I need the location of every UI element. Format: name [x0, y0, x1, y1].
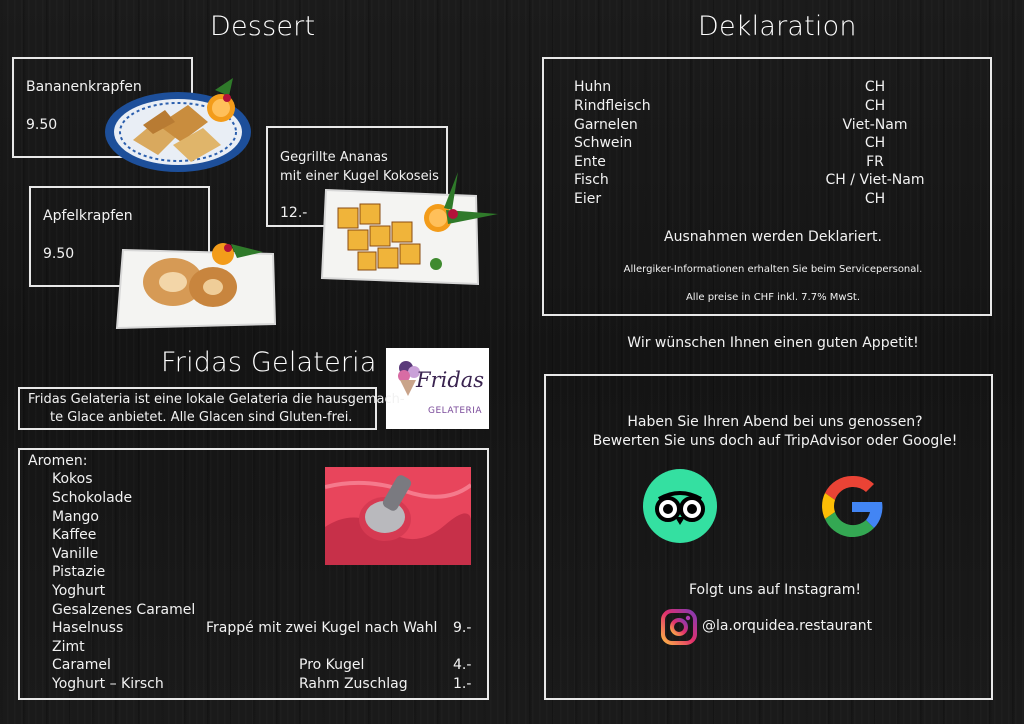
decl-note-exceptions: Ausnahmen werden Deklariert. [664, 229, 882, 245]
flavor-item: Caramel [52, 657, 111, 673]
price-label-frappe: Frappé mit zwei Kugel nach Wahl [206, 620, 438, 636]
ice-cream-image [325, 467, 471, 565]
flavor-item: Mango [52, 509, 99, 525]
decl-item: Huhn [574, 79, 612, 95]
dessert-title: Dessert [210, 11, 316, 42]
price-label-kugel: Pro Kugel [299, 657, 365, 673]
google-g-icon[interactable] [814, 468, 890, 544]
decl-item: Eier [574, 191, 602, 207]
dessert-item-price: 9.50 [26, 117, 58, 133]
flavor-item: Haselnuss [52, 620, 124, 636]
dessert-item-price: 12.- [280, 205, 308, 221]
gelateria-desc-line2: te Glace anbietet. Alle Glacen sind Glut… [50, 410, 353, 425]
price-value-kugel: 4.- [453, 657, 472, 673]
flavor-item: Zimt [52, 639, 85, 655]
dessert-item-name: Bananenkrapfen [26, 79, 142, 95]
decl-origin: CH [864, 135, 886, 151]
decl-note-allergies: Allergiker-Informationen erhalten Sie be… [623, 264, 923, 275]
flavor-item: Vanille [52, 546, 99, 562]
gelateria-desc-line1: Fridas Gelateria ist eine lokale Gelater… [28, 392, 405, 407]
decl-item: Rindfleisch [574, 98, 651, 114]
aromen-box [18, 448, 489, 700]
gelateria-logo-mark [398, 361, 420, 396]
deklaration-box [542, 57, 992, 316]
decl-origin: CH / Viet-Nam [825, 172, 925, 188]
gelateria-logo-sub: GELATERIA [428, 406, 483, 416]
flavor-item: Yoghurt [52, 583, 106, 599]
dessert-item-name-line1: Gegrillte Ananas [280, 150, 388, 165]
decl-origin: Viet-Nam [842, 117, 908, 133]
flavor-item: Schokolade [52, 490, 133, 506]
price-label-rahm: Rahm Zuschlag [299, 676, 408, 692]
aromen-label: Aromen: [28, 453, 88, 469]
flavor-item: Kaffee [52, 527, 97, 543]
decl-origin: CH [864, 79, 886, 95]
price-value-frappe: 9.- [453, 620, 472, 636]
decl-origin: CH [864, 191, 886, 207]
dessert-item-name: Apfelkrapfen [43, 208, 133, 224]
decl-note-prices: Alle preise in CHF inkl. 7.7% MwSt. [685, 292, 861, 303]
instagram-prompt: Folgt uns auf Instagram! [689, 582, 861, 598]
decl-item: Fisch [574, 172, 609, 188]
decl-item: Ente [574, 154, 606, 170]
bananenkrapfen-image [105, 78, 251, 172]
decl-item: Schwein [574, 135, 633, 151]
dessert-item-name-line2: mit einer Kugel Kokoseis [280, 169, 439, 184]
flavor-item: Yoghurt – Kirsch [52, 676, 164, 692]
instagram-icon[interactable] [661, 609, 697, 645]
decl-origin: CH [864, 98, 886, 114]
flavor-item: Pistazie [52, 564, 106, 580]
instagram-handle[interactable]: @la.orquidea.restaurant [702, 618, 873, 634]
apfelkrapfen-image [115, 243, 277, 330]
price-value-rahm: 1.- [453, 676, 472, 692]
flavor-item: Gesalzenes Caramel [52, 602, 196, 618]
appetit-text: Wir wünschen Ihnen einen guten Appetit! [627, 335, 919, 351]
review-box [544, 374, 993, 700]
ananas-image [320, 172, 498, 286]
flavor-item: Kokos [52, 471, 93, 487]
deklaration-title: Deklaration [698, 11, 857, 42]
gelateria-title: Fridas Gelateria [161, 347, 377, 378]
dessert-item-price: 9.50 [43, 246, 75, 262]
decl-origin: FR [866, 154, 884, 170]
review-line2: Bewerten Sie uns doch auf TripAdvisor od… [592, 433, 958, 449]
gelateria-description [18, 387, 377, 430]
decl-item: Garnelen [574, 117, 638, 133]
gelateria-logo: Fridas GELATERIA [386, 348, 489, 429]
review-line1: Haben Sie Ihren Abend bei uns genossen? [627, 414, 923, 430]
gelateria-logo-script: Fridas [416, 368, 485, 392]
tripadvisor-owl-icon[interactable] [643, 469, 717, 543]
